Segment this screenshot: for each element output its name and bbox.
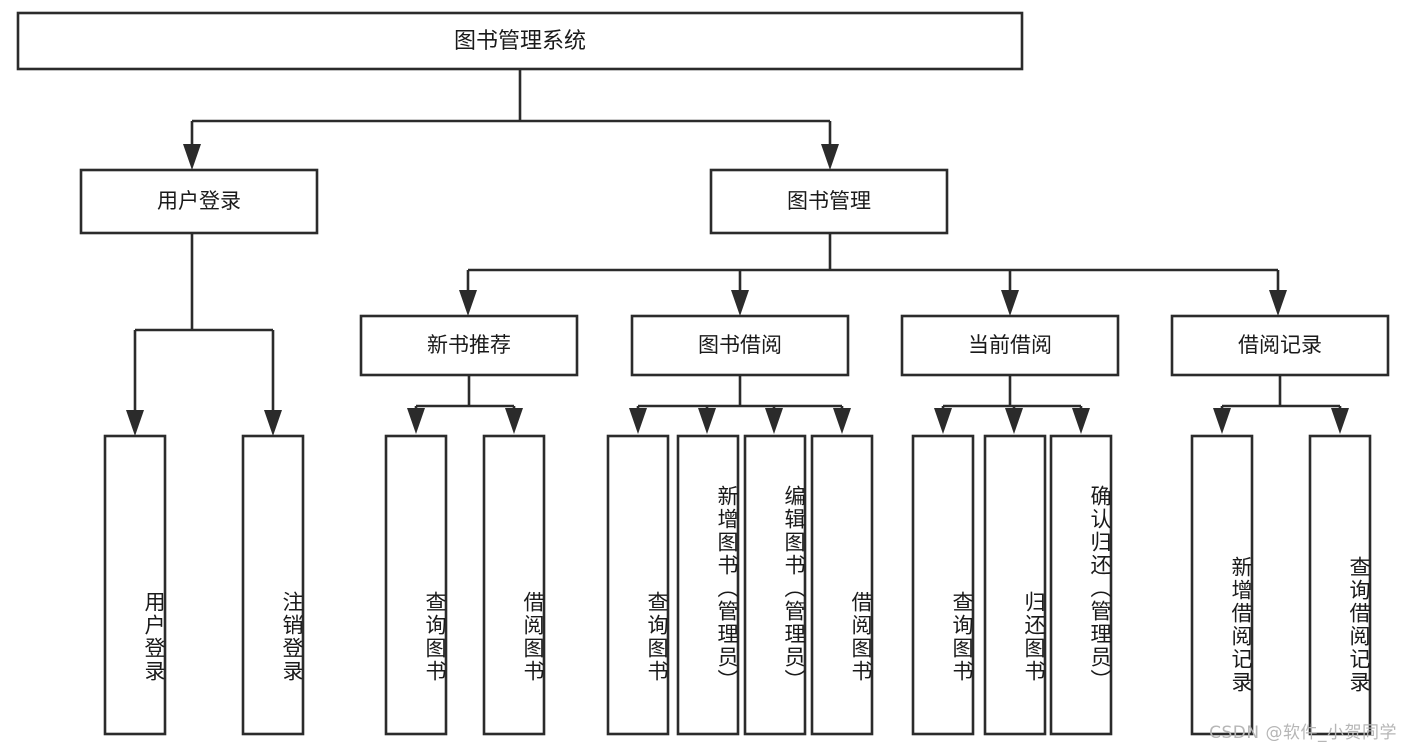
leaf-borrow-book-rec-box[interactable] (482, 434, 546, 736)
leaf-confirm-return[interactable] (1049, 434, 1113, 736)
arrow-icon (629, 408, 647, 434)
leaf-query-book-cur[interactable] (911, 434, 975, 736)
arrow-icon (765, 408, 783, 434)
node-borrow-record[interactable]: 借阅记录 (1170, 314, 1390, 377)
node-book-manage[interactable]: 图书管理 (709, 168, 949, 235)
connector-group-new-book-rec (407, 375, 523, 434)
node-new-book-recommend[interactable]: 新书推荐 (359, 314, 579, 377)
leaf-edit-book-box[interactable] (743, 434, 807, 736)
arrow-icon (698, 408, 716, 434)
leaf-query-book-rec[interactable] (384, 434, 448, 736)
node-book-borrow-label: 图书借阅 (698, 333, 782, 357)
node-root[interactable]: 图书管理系统 (16, 11, 1024, 71)
arrow-icon (264, 410, 282, 436)
leaf-edit-book[interactable] (743, 434, 807, 736)
node-new-book-recommend-label: 新书推荐 (427, 333, 511, 357)
node-book-manage-label: 图书管理 (787, 189, 871, 213)
arrow-icon (833, 408, 851, 434)
arrow-icon (1331, 408, 1349, 434)
arrow-icon (505, 408, 523, 434)
connector-group-user-login (126, 233, 282, 436)
leaf-return-book-box[interactable] (983, 434, 1047, 736)
arrow-icon (407, 408, 425, 434)
node-current-borrow-box[interactable] (900, 314, 1120, 377)
leaf-confirm-return-box[interactable] (1049, 434, 1113, 736)
node-new-book-recommend-box[interactable] (359, 314, 579, 377)
node-root-box[interactable] (16, 11, 1024, 71)
leaf-logout-login-box[interactable] (241, 434, 305, 736)
node-borrow-record-label: 借阅记录 (1238, 333, 1322, 357)
connector-group-borrow-record (1213, 375, 1349, 434)
leaf-add-book[interactable] (676, 434, 740, 736)
leaf-return-book[interactable] (983, 434, 1047, 736)
leaf-query-record-box[interactable] (1308, 434, 1372, 736)
leaf-query-book-brw[interactable] (606, 434, 670, 736)
leaf-query-book-brw-box[interactable] (606, 434, 670, 736)
leaf-borrow-book-brw[interactable] (810, 434, 874, 736)
node-user-login-box[interactable] (79, 168, 319, 235)
arrow-icon (183, 144, 201, 170)
node-user-login[interactable]: 用户登录 (79, 168, 319, 235)
leaf-add-record[interactable] (1190, 434, 1254, 736)
arrow-icon (1213, 408, 1231, 434)
arrow-icon (126, 410, 144, 436)
leaf-add-record-box[interactable] (1190, 434, 1254, 736)
arrow-icon (1005, 408, 1023, 434)
connector-group-book-borrow (629, 375, 851, 434)
arrow-icon (459, 290, 477, 316)
node-book-borrow[interactable]: 图书借阅 (630, 314, 850, 377)
arrow-icon (731, 290, 749, 316)
leaf-user-login[interactable] (103, 434, 167, 736)
leaf-query-record[interactable] (1308, 434, 1372, 736)
leaf-add-book-box[interactable] (676, 434, 740, 736)
leaf-query-book-cur-box[interactable] (911, 434, 975, 736)
node-current-borrow-label: 当前借阅 (968, 333, 1052, 357)
arrow-icon (821, 144, 839, 170)
leaf-query-book-rec-box[interactable] (384, 434, 448, 736)
connector-group-current-borrow (934, 375, 1090, 434)
arrow-icon (934, 408, 952, 434)
node-borrow-record-box[interactable] (1170, 314, 1390, 377)
leaf-user-login-box[interactable] (103, 434, 167, 736)
arrow-icon (1072, 408, 1090, 434)
node-user-login-label: 用户登录 (157, 189, 241, 213)
connector-group-book-manage (459, 233, 1287, 316)
connector-group-root (183, 69, 839, 170)
leaf-borrow-book-brw-box[interactable] (810, 434, 874, 736)
node-root-label: 图书管理系统 (454, 29, 586, 54)
arrow-icon (1269, 290, 1287, 316)
watermark-text: CSDN @软件_小贺同学 (1209, 723, 1397, 743)
leaf-box-group (103, 434, 1372, 736)
leaf-logout-login[interactable] (241, 434, 305, 736)
arrow-icon (1001, 290, 1019, 316)
leaf-borrow-book-rec[interactable] (482, 434, 546, 736)
node-current-borrow[interactable]: 当前借阅 (900, 314, 1120, 377)
node-book-manage-box[interactable] (709, 168, 949, 235)
node-book-borrow-box[interactable] (630, 314, 850, 377)
